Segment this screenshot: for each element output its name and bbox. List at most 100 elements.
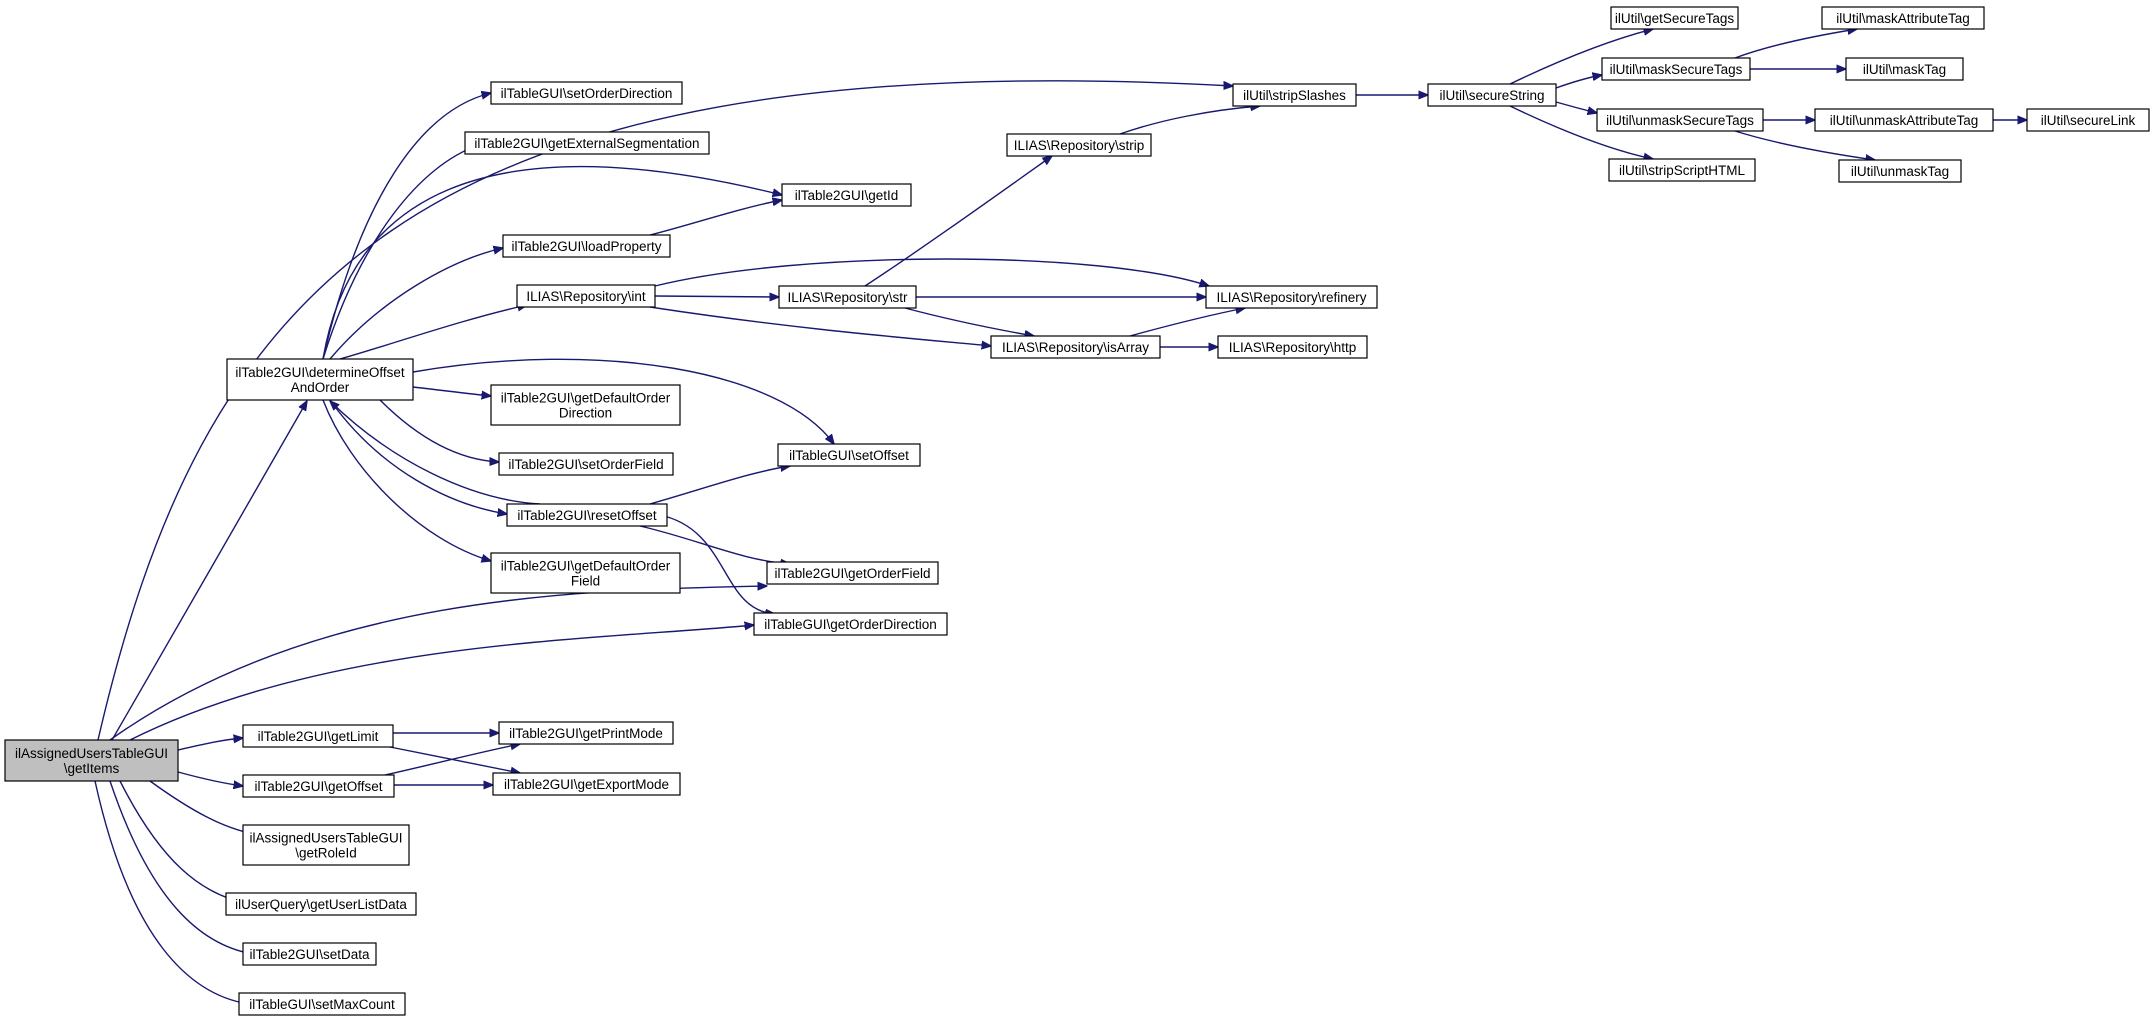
node-box bbox=[753, 612, 948, 636]
node-label: ILIAS\Repository\refinery bbox=[1216, 290, 1366, 305]
node-setmaxcount[interactable]: ilTableGUI\setMaxCount bbox=[238, 992, 406, 1016]
node-securestring[interactable]: ilUtil\secureString bbox=[1427, 83, 1557, 107]
node-box bbox=[766, 561, 939, 585]
node-masksecuretags[interactable]: ilUtil\maskSecureTags bbox=[1601, 57, 1751, 81]
node-setoffset[interactable]: ilTableGUI\setOffset bbox=[777, 443, 921, 467]
node-box bbox=[502, 234, 671, 258]
node-label: Direction bbox=[559, 406, 612, 421]
node-setdata[interactable]: ilTable2GUI\setData bbox=[242, 942, 377, 966]
node-box bbox=[1217, 335, 1368, 359]
edge-repostr-to-repoisarray bbox=[904, 307, 1034, 336]
node-label: ilUtil\unmaskAttributeTag bbox=[1830, 113, 1979, 128]
node-label: \getItems bbox=[64, 761, 120, 776]
edge-repoint-to-repostr bbox=[654, 296, 779, 297]
edge-determine-to-resetoffset bbox=[329, 399, 507, 514]
edge-root-to-getorderdirection bbox=[129, 625, 754, 741]
node-box bbox=[498, 721, 674, 745]
node-getprintmode[interactable]: ilTable2GUI\getPrintMode bbox=[498, 721, 674, 745]
node-box bbox=[490, 552, 681, 594]
node-label: ilTable2GUI\getDefaultOrder bbox=[501, 391, 671, 406]
node-root[interactable]: ilAssignedUsersTableGUI\getItems bbox=[4, 739, 179, 782]
node-box bbox=[464, 131, 710, 155]
node-label: AndOrder bbox=[291, 380, 350, 395]
node-getorderdirection[interactable]: ilTableGUI\getOrderDirection bbox=[753, 612, 948, 636]
node-box bbox=[506, 503, 668, 527]
node-repostrip[interactable]: ILIAS\Repository\strip bbox=[1006, 133, 1152, 157]
node-getoffset[interactable]: ilTable2GUI\getOffset bbox=[242, 774, 395, 798]
node-masktag[interactable]: ilUtil\maskTag bbox=[1845, 57, 1964, 81]
node-box bbox=[781, 183, 912, 207]
node-repoint[interactable]: ILIAS\Repository\int bbox=[516, 284, 656, 308]
edge-repostr-to-repostrip bbox=[864, 156, 1052, 287]
edge-determine-to-repoint bbox=[339, 305, 527, 360]
node-box bbox=[242, 824, 410, 866]
node-label: ilUtil\maskAttributeTag bbox=[1836, 11, 1970, 26]
node-repoisarray[interactable]: ILIAS\Repository\isArray bbox=[990, 335, 1161, 359]
node-label: ilUtil\unmaskSecureTags bbox=[1606, 113, 1754, 128]
edge-resetoffset-to-setoffset bbox=[649, 466, 790, 505]
node-label: ilUtil\unmaskTag bbox=[1851, 164, 1949, 179]
node-label: ilTable2GUI\getExternalSegmentation bbox=[474, 136, 699, 151]
edge-masksecuretags-to-maskattributetag bbox=[1734, 29, 1857, 59]
node-box bbox=[4, 739, 179, 782]
node-getsecuretags[interactable]: ilUtil\getSecureTags bbox=[1610, 6, 1739, 30]
node-unmasktag[interactable]: ilUtil\unmaskTag bbox=[1838, 159, 1962, 183]
node-box bbox=[990, 335, 1161, 359]
node-stripscripthtml[interactable]: ilUtil\stripScriptHTML bbox=[1608, 158, 1756, 182]
edge-securestring-to-unmasksecuretags bbox=[1555, 101, 1597, 113]
node-getexportmode[interactable]: ilTable2GUI\getExportMode bbox=[492, 772, 681, 796]
edge-resetoffset-to-determine bbox=[330, 401, 541, 505]
node-unmaskattributetag[interactable]: ilUtil\unmaskAttributeTag bbox=[1814, 108, 1994, 132]
node-box bbox=[1232, 83, 1357, 107]
node-box bbox=[1610, 6, 1739, 30]
node-label: ilTable2GUI\getOffset bbox=[254, 779, 382, 794]
node-resetoffset[interactable]: ilTable2GUI\resetOffset bbox=[506, 503, 668, 527]
node-repohttp[interactable]: ILIAS\Repository\http bbox=[1217, 335, 1368, 359]
node-getextseg[interactable]: ilTable2GUI\getExternalSegmentation bbox=[464, 131, 710, 155]
node-getid[interactable]: ilTable2GUI\getId bbox=[781, 183, 912, 207]
node-box bbox=[516, 284, 656, 308]
node-label: ilTableGUI\setMaxCount bbox=[249, 997, 395, 1012]
node-label: \getRoleId bbox=[295, 846, 357, 861]
node-setorderfield[interactable]: ilTable2GUI\setOrderField bbox=[498, 452, 674, 476]
node-label: ilTable2GUI\determineOffset bbox=[235, 365, 405, 380]
node-box bbox=[225, 892, 417, 916]
node-stripslashes[interactable]: ilUtil\stripSlashes bbox=[1232, 83, 1357, 107]
node-label: ilUtil\secureString bbox=[1439, 88, 1544, 103]
node-securelink[interactable]: ilUtil\secureLink bbox=[2026, 108, 2150, 132]
edge-repoisarray-to-reporefinery bbox=[1129, 308, 1245, 337]
nodes-layer: ilAssignedUsersTableGUI\getItems ilTable2… bbox=[4, 6, 2150, 1016]
node-box bbox=[490, 81, 683, 105]
node-box bbox=[242, 774, 395, 798]
node-label: ilTableGUI\setOrderDirection bbox=[501, 86, 673, 101]
node-box bbox=[492, 772, 681, 796]
node-getorderfield[interactable]: ilTable2GUI\getOrderField bbox=[766, 561, 939, 585]
node-label: ilTable2GUI\getPrintMode bbox=[509, 726, 663, 741]
node-repostr[interactable]: ILIAS\Repository\str bbox=[778, 285, 917, 309]
edge-repoint-to-reporefinery bbox=[654, 258, 1209, 286]
node-label: ilTable2GUI\getExportMode bbox=[504, 777, 669, 792]
edge-determine-to-loadproperty bbox=[329, 248, 503, 360]
node-unmasksecuretags[interactable]: ilUtil\unmaskSecureTags bbox=[1596, 108, 1764, 132]
node-setorderdirection[interactable]: ilTableGUI\setOrderDirection bbox=[490, 81, 683, 105]
node-getuserlistdata[interactable]: ilUserQuery\getUserListData bbox=[225, 892, 417, 916]
node-label: ILIAS\Repository\strip bbox=[1014, 138, 1145, 153]
edge-unmasksecuretags-to-unmasktag bbox=[1734, 130, 1875, 160]
node-label: ILIAS\Repository\int bbox=[526, 289, 646, 304]
edges-layer bbox=[94, 29, 2027, 1004]
edge-getoffset-to-getprintmode bbox=[384, 744, 520, 776]
node-getroleid[interactable]: ilAssignedUsersTableGUI\getRoleId bbox=[242, 824, 410, 866]
node-loadproperty[interactable]: ilTable2GUI\loadProperty bbox=[502, 234, 671, 258]
edge-securestring-to-getsecuretags bbox=[1509, 29, 1653, 85]
node-getlimit[interactable]: ilTable2GUI\getLimit bbox=[242, 724, 394, 748]
node-label: ilUtil\maskTag bbox=[1863, 62, 1946, 77]
node-reporefinery[interactable]: ILIAS\Repository\refinery bbox=[1205, 285, 1378, 309]
node-box bbox=[777, 443, 921, 467]
node-label: ilTableGUI\setOffset bbox=[789, 448, 909, 463]
edge-determine-to-getextseg bbox=[322, 145, 479, 360]
edge-root-to-getorderfield bbox=[109, 586, 767, 741]
node-maskattributetag[interactable]: ilUtil\maskAttributeTag bbox=[1821, 6, 1985, 30]
